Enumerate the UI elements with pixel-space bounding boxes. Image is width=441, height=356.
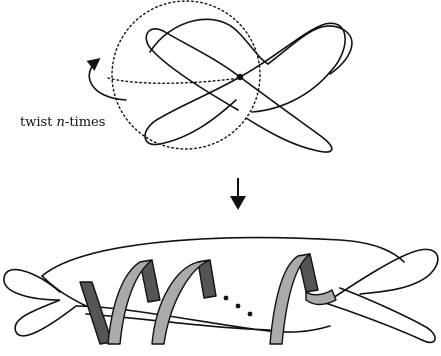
ribbon-front-2 [151,259,211,345]
twist-region-circle [111,0,261,150]
outer-right-strand [267,25,353,75]
crossing-dot-icon [236,73,244,81]
top-long-arc [41,236,405,277]
twisted-knot [3,236,439,344]
twisted-ribbon [79,253,337,345]
twist-caption: twist n-times [20,115,105,130]
top-knot [86,0,353,153]
left-end-lobe [3,268,77,337]
ribbon-front-4 [305,289,337,306]
right-end-lobe [329,248,439,301]
left-lobe-strand [145,28,241,111]
ribbon-front-3 [269,253,311,345]
caption-variable: n [57,115,65,130]
right-end-lobe-2 [315,287,436,344]
caption-prefix: twist [20,115,57,130]
curved-arrow-icon [86,58,127,101]
right-lobe-strand [239,22,346,113]
caption-suffix: -times [65,115,105,130]
left-end-lobe-2 [41,275,87,307]
lower-right-strand [239,76,333,153]
dotted-connector [107,77,241,84]
lower-left-strand [144,76,241,146]
ribbon-back-1 [79,281,113,345]
bottom-strand-b [85,313,271,331]
down-arrow-icon [230,178,246,210]
upper-arc-strand [149,18,269,65]
ribbon-front-1 [107,259,153,345]
ellipsis-dots [223,295,253,317]
